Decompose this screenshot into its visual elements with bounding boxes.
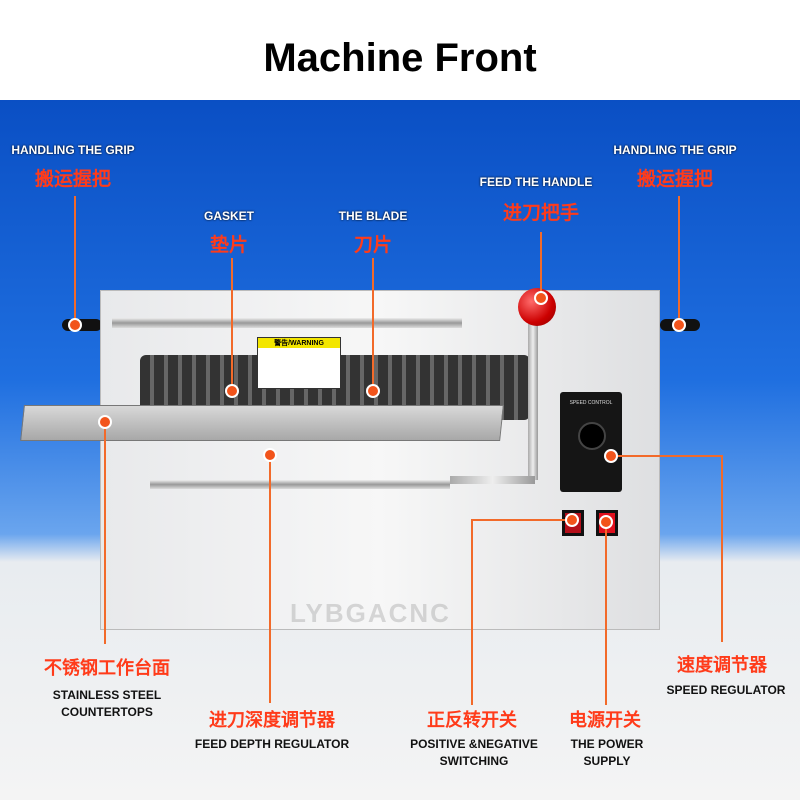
warning-label: 警告/WARNING <box>257 337 341 389</box>
feed-lever-arm <box>450 476 535 484</box>
speed-cn: 速度调节器 <box>677 655 767 675</box>
page-title: Machine Front <box>263 36 537 80</box>
feed-handle-marker <box>534 291 548 305</box>
switching-cn: 正反转开关 <box>427 710 517 730</box>
switching-marker <box>565 513 579 527</box>
feed-lever <box>528 320 538 480</box>
power-en2: SUPPLY <box>583 754 631 768</box>
feed-depth-rod <box>150 480 450 489</box>
speed-en: SPEED REGULATOR <box>666 683 786 697</box>
switching-en1: POSITIVE &NEGATIVE <box>410 737 538 751</box>
blade-marker <box>366 384 380 398</box>
feed-depth-en: FEED DEPTH REGULATOR <box>194 737 350 751</box>
countertop-cn: 不锈钢工作台面 <box>44 658 170 678</box>
speed-marker <box>604 449 618 463</box>
grip-left-marker <box>68 318 82 332</box>
countertop-en2: COUNTERTOPS <box>61 705 153 719</box>
countertop-marker <box>98 415 112 429</box>
watermark: LYBGACNC <box>290 598 451 628</box>
grip-right-en: HANDLING THE GRIP <box>613 143 737 157</box>
grip-left-en: HANDLING THE GRIP <box>11 143 135 157</box>
gasket-en: GASKET <box>203 209 255 223</box>
power-cn: 电源开关 <box>569 710 641 730</box>
feed-handle-en: FEED THE HANDLE <box>479 175 593 189</box>
gasket-marker <box>225 384 239 398</box>
grip-left-cn: 搬运握把 <box>34 169 112 190</box>
switching-en2: SWITCHING <box>439 754 509 768</box>
stainless-countertop <box>20 405 504 441</box>
countertop-en1: STAINLESS STEEL <box>52 688 162 702</box>
blade-en: THE BLADE <box>338 209 408 223</box>
feed-depth-marker <box>263 448 277 462</box>
blade-cn: 刀片 <box>353 235 393 256</box>
top-rail <box>112 318 462 328</box>
feed-depth-cn: 进刀深度调节器 <box>209 710 335 730</box>
power-marker <box>599 515 613 529</box>
grip-right-cn: 搬运握把 <box>636 169 714 190</box>
gasket-cn: 垫片 <box>209 235 249 256</box>
grip-right-marker <box>672 318 686 332</box>
speed-knob[interactable] <box>578 422 606 450</box>
power-en1: THE POWER <box>570 737 644 751</box>
feed-handle-cn: 进刀把手 <box>502 203 580 224</box>
